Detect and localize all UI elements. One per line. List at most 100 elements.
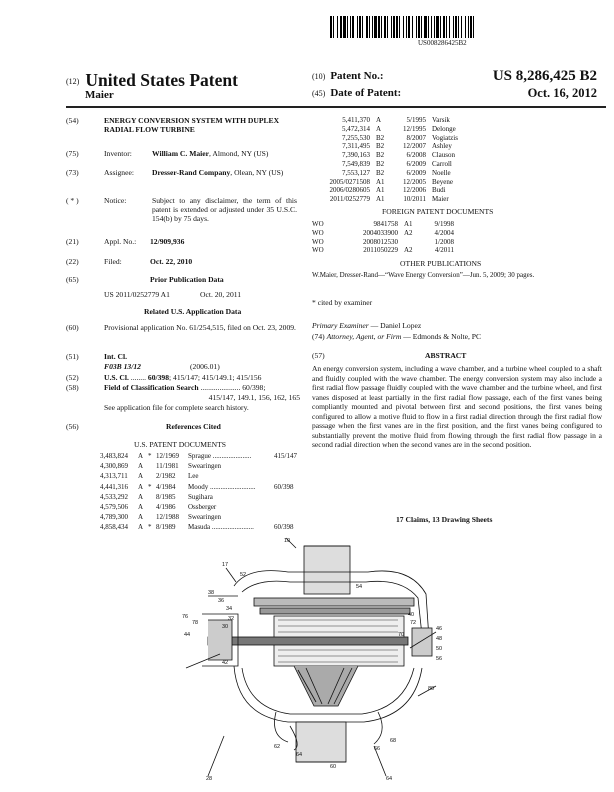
citation-kind: A	[138, 503, 144, 511]
barcode-bar	[378, 16, 380, 38]
field-search-line: Field of Classification Search .........…	[104, 383, 304, 392]
code-73: (73)	[66, 168, 79, 177]
int-cl-class: F03B 13/12	[104, 362, 141, 371]
barcode-bar	[468, 16, 469, 38]
reference-numeral: 70	[398, 632, 404, 638]
citation-date: 2/1982	[156, 472, 176, 481]
patent-number: US 8,286,425 B2	[492, 68, 597, 84]
citation-kind: B2	[376, 160, 385, 168]
citation-class: 415/147	[274, 452, 297, 460]
citation-name: Vogiatzis	[432, 133, 458, 142]
foreign-country: WO	[312, 246, 324, 255]
citation-kind: A	[376, 116, 382, 124]
examiner-label: Primary Examiner	[312, 321, 369, 330]
reference-numeral: 56	[436, 656, 442, 662]
date-label: (45)Date of Patent:	[312, 87, 401, 99]
citation-kind: A1	[376, 177, 385, 186]
barcode	[330, 16, 606, 38]
other-pubs-text: W.Maier, Dresser-Rand—“Wave Energy Conve…	[312, 271, 535, 279]
citation-date: 12/2007	[403, 142, 426, 151]
barcode-bar	[424, 16, 427, 38]
barcode-bar	[369, 16, 370, 38]
barcode-bar	[354, 16, 357, 38]
code-57: (57)	[312, 351, 325, 360]
barcode-bar	[474, 16, 477, 38]
patent-title-heading: (12)United States Patent	[66, 70, 238, 91]
citation-class: 60/398	[274, 482, 294, 491]
appl-no-label: Appl. No.:	[104, 237, 137, 246]
citation-star: *	[148, 452, 152, 460]
filed-label: Filed:	[104, 257, 122, 266]
citation-number: 4,441,316	[100, 482, 128, 491]
citation-star: *	[148, 482, 152, 491]
citation-name: Sprague ......................	[188, 452, 252, 460]
reference-numeral: 10	[284, 538, 290, 544]
citation-kind: A	[376, 124, 382, 133]
reference-numeral: 30	[222, 624, 228, 630]
foreign-date: 4/2011	[434, 246, 454, 255]
field-search-line3: See application file for complete search…	[104, 403, 249, 412]
attorney-name: — Edmonds & Nolte, PC	[401, 332, 482, 341]
barcode-bar	[459, 16, 461, 38]
foreign-kind: A2	[404, 246, 413, 255]
barcode-bar	[432, 16, 434, 38]
citation-name: Swearingen	[188, 513, 222, 522]
citation-number: 7,390,163	[342, 151, 370, 160]
reference-numeral: 48	[436, 636, 442, 642]
barcode-bar	[422, 16, 424, 38]
barcode-bar	[333, 16, 334, 38]
foreign-country: WO	[312, 220, 324, 228]
provisional-text: Provisional application No. 61/254,515, …	[104, 323, 296, 332]
citation-kind: A	[138, 482, 144, 491]
barcode-bar	[343, 16, 346, 38]
code-21: (21)	[66, 237, 79, 246]
barcode-bar	[400, 16, 403, 38]
us-cl-value: 60/398	[147, 373, 170, 382]
reference-numeral: 76	[182, 614, 188, 620]
barcode-bar	[361, 16, 362, 38]
barcode-bar	[368, 16, 369, 38]
barcode-bar	[465, 16, 466, 38]
notice-label: Notice:	[104, 196, 127, 205]
barcode-bar	[450, 16, 453, 38]
citation-name: Maier	[432, 195, 449, 204]
barcode-bar	[398, 16, 399, 38]
filed-date: Oct. 22, 2010	[150, 257, 193, 266]
citation-number: 2006/0280605	[329, 186, 370, 195]
citation-name: Swearingen	[188, 462, 222, 471]
citation-number: 4,300,869	[100, 462, 128, 471]
barcode-bar	[428, 16, 429, 38]
barcode-bar	[441, 16, 443, 38]
foreign-number: 9841758	[373, 220, 399, 228]
code-58: (58)	[66, 383, 79, 392]
barcode-bar	[466, 16, 468, 38]
citation-date: 6/2009	[406, 168, 426, 177]
citation-name: Moody ..........................	[188, 482, 256, 491]
patent-drawing-figure: 1017525438363432304476787072404648505642…	[182, 537, 442, 782]
barcode-bar	[435, 16, 436, 38]
reference-numeral: 36	[218, 598, 224, 604]
citation-kind: A	[138, 492, 144, 501]
barcode-bar	[363, 16, 366, 38]
reference-numeral: 80	[428, 686, 434, 692]
barcode-bar	[440, 16, 441, 38]
citation-name: Beyene	[432, 177, 453, 186]
citation-number: 4,858,434	[100, 523, 128, 532]
barcode-bar	[347, 16, 348, 38]
barcode-bar	[384, 16, 386, 38]
citation-name: Masuda ........................	[188, 523, 254, 532]
barcode-bar	[393, 16, 395, 38]
citation-date: 12/2005	[403, 177, 426, 186]
barcode-bar	[453, 16, 454, 38]
citation-number: 3,483,824	[100, 452, 128, 460]
barcode-bar	[351, 16, 352, 38]
cited-by-examiner: * cited by examiner	[312, 298, 373, 307]
citation-name: Noelle	[432, 168, 451, 177]
field-search-line2: 415/147, 149.1, 156, 162, 165	[208, 393, 300, 402]
citation-date: 6/2008	[406, 151, 426, 160]
reference-numeral: 34	[226, 606, 232, 612]
barcode-bar	[380, 16, 381, 38]
notice-text: Subject to any disclaimer, the term of t…	[152, 196, 297, 224]
barcode-bar	[337, 16, 338, 38]
int-cl-year: (2006.01)	[190, 362, 220, 371]
